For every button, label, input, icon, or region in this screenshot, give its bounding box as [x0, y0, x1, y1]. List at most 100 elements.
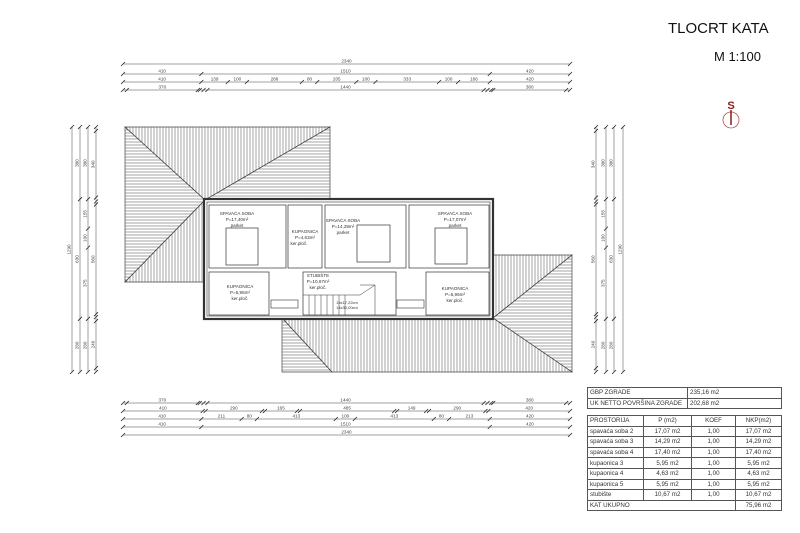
dimension-tick: [120, 71, 126, 77]
dimension-tick: [200, 408, 206, 414]
dimension-tick: [120, 416, 126, 422]
dimension-tick: [489, 400, 494, 406]
dimension-label: 80: [307, 77, 313, 82]
area-cell: 5,95 m2: [643, 478, 692, 491]
header-cell: PROSTORIJA: [587, 415, 644, 427]
dimension-tick: [611, 369, 617, 375]
coef-cell: 1,00: [691, 467, 736, 480]
header-cell: NKP(m2): [735, 415, 782, 427]
dimension-label: 80: [439, 414, 445, 419]
dimension-label: 139: [211, 77, 219, 82]
dimension-tick: [203, 408, 208, 414]
dimension-tick: [93, 311, 99, 317]
dimension-label: 410: [158, 77, 166, 82]
dimension-label: 1440: [340, 398, 351, 403]
dimension-label: 280: [75, 341, 80, 349]
net-area-cell: 14,29 m2: [735, 436, 782, 448]
dimension-label: 280: [601, 341, 606, 349]
dimension-tick: [225, 79, 231, 85]
room-name: KUPAONICA: [292, 229, 320, 234]
dimension-label: 211: [218, 414, 226, 419]
bed: [225, 227, 259, 266]
dimension-tick: [481, 400, 486, 406]
dimension-label: 380: [526, 398, 534, 403]
dimension-tick: [93, 318, 99, 324]
dimension-tick: [93, 199, 99, 204]
stair-steps-label: 15x17,22cm: [336, 300, 358, 305]
area-cell: 10,67 m2: [643, 489, 692, 501]
stairwell: [302, 271, 397, 316]
room-name-cell: kupaonica 5: [587, 478, 644, 491]
dimension-tick: [199, 71, 204, 77]
dimension-tick: [567, 424, 573, 430]
dimension-tick: [201, 87, 206, 93]
total-value: 75,96 m2: [735, 499, 782, 512]
area-cell: 17,40 m2: [643, 446, 692, 459]
bathroom-left: [208, 271, 270, 316]
dimension-tick: [593, 314, 599, 320]
dimension-label: 333: [403, 77, 411, 82]
coef-cell: 1,00: [691, 446, 736, 459]
dimension-tick: [426, 408, 432, 414]
dimension-tick: [199, 424, 204, 430]
dimension-label: 413: [293, 414, 301, 419]
room-name-cell: stubište: [587, 489, 644, 501]
dimension-tick: [120, 400, 126, 406]
dimension-tick: [93, 202, 99, 207]
room-area: P=4,63m²: [295, 235, 316, 240]
dimension-label: 155: [601, 210, 606, 218]
dimension-tick: [85, 196, 91, 202]
room-name: SPAVAĆA SOBA: [326, 217, 361, 223]
dimension-tick: [239, 416, 244, 422]
dimension-tick: [352, 416, 358, 422]
dimension-tick: [93, 195, 99, 200]
dimension-label: 420: [526, 77, 534, 82]
dimension-tick: [446, 416, 452, 422]
room-name-cell: spavaća soba 2: [587, 425, 644, 438]
dimension-tick: [201, 400, 206, 406]
dimension-label: 340: [591, 160, 596, 168]
dimension-label: 1440: [340, 85, 351, 90]
dimension-tick: [487, 424, 493, 430]
dimension-label: 80: [247, 414, 253, 419]
dimension-tick: [259, 408, 265, 414]
dimension-tick: [124, 400, 130, 406]
room-area-table: PROSTORIJA P (m2) KOEF NKP(m2) spavaća s…: [587, 415, 782, 512]
net-area-cell: 4,63 m2: [735, 467, 782, 480]
dimension-tick: [593, 369, 599, 375]
dimension-tick: [199, 416, 204, 422]
dimension-tick: [199, 79, 204, 85]
dimension-tick: [120, 87, 126, 93]
drawing-scale: M 1:100: [714, 49, 761, 64]
dimension-label: 410: [159, 406, 167, 411]
dimension-label: 100: [601, 234, 606, 242]
dimension-tick: [354, 79, 359, 85]
table-total-row: KAT UKUPNO 75,96 m2: [587, 499, 782, 512]
dimension-label: 240: [591, 340, 596, 348]
area-cell: 5,95 m2: [643, 457, 692, 469]
room-name-cell: kupaonica 4: [587, 467, 644, 480]
room-floor: ker.ploč.: [231, 296, 248, 301]
dimension-label: 288: [271, 77, 279, 82]
dimension-tick: [485, 400, 490, 406]
dimension-label: 380: [75, 159, 80, 167]
dimension-tick: [593, 195, 599, 200]
dimension-tick: [85, 124, 91, 130]
dimension-tick: [603, 245, 609, 250]
dimension-label: 370: [158, 398, 166, 403]
dimension-label: 560: [591, 255, 596, 263]
dimension-tick: [486, 408, 491, 414]
dimension-label: 413: [391, 414, 399, 419]
dimension-tick: [603, 369, 609, 375]
dimension-tick: [593, 124, 599, 130]
dimension-tick: [262, 408, 268, 414]
north-label: S: [727, 100, 734, 112]
dimension-tick: [593, 199, 599, 204]
dimension-tick: [431, 416, 437, 422]
